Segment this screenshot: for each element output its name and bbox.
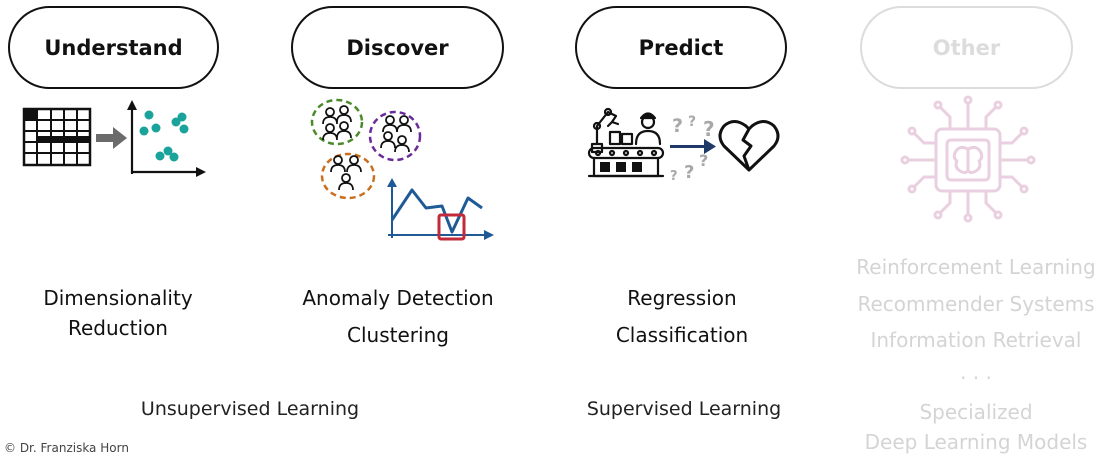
broken-heart-icon bbox=[718, 120, 780, 172]
svg-text:?: ? bbox=[672, 115, 683, 137]
task-reinforcement-learning: Reinforcement Learning bbox=[856, 255, 1096, 279]
task-specialized: Specialized bbox=[919, 399, 1033, 424]
task-deep-learning-models: Deep Learning Models bbox=[864, 429, 1088, 454]
task-recommender-systems: Recommender Systems bbox=[857, 291, 1095, 316]
svg-text:?: ? bbox=[684, 162, 694, 183]
task-dimensionality: Dimensionality bbox=[43, 286, 193, 310]
task-regression: Regression bbox=[627, 286, 737, 310]
factory-icon bbox=[587, 107, 665, 178]
task-information-retrieval: Information Retrieval bbox=[870, 328, 1082, 352]
understand-title: Understand bbox=[44, 35, 183, 60]
predict-title: Predict bbox=[638, 35, 724, 60]
svg-text:?: ? bbox=[670, 169, 678, 184]
discover-tasks: Anomaly Detection Clustering bbox=[282, 283, 514, 350]
task-clustering: Clustering bbox=[347, 323, 449, 347]
svg-text:?: ? bbox=[688, 114, 696, 130]
discover-title: Discover bbox=[346, 35, 449, 60]
arrow-right-icon bbox=[96, 127, 127, 149]
other-title: Other bbox=[932, 35, 1001, 60]
table-icon bbox=[22, 107, 92, 167]
copyright-notice: © Dr. Franziska Horn bbox=[4, 441, 129, 455]
svg-text:?: ? bbox=[699, 151, 708, 170]
question-marks-icon: ? ? ? ? ? ? bbox=[670, 114, 716, 184]
task-anomaly-detection: Anomaly Detection bbox=[302, 286, 494, 310]
predict-pill: Predict bbox=[575, 6, 787, 89]
ai-chip-icon bbox=[900, 95, 1036, 223]
supervised-learning-label: Supervised Learning bbox=[586, 398, 782, 420]
people-clusters-icon bbox=[310, 98, 422, 200]
understand-tasks: Dimensionality Reduction bbox=[8, 283, 228, 343]
ellipsis: · · · bbox=[960, 365, 992, 390]
unsupervised-learning-label: Unsupervised Learning bbox=[140, 398, 360, 420]
task-reduction: Reduction bbox=[68, 316, 168, 340]
task-classification: Classification bbox=[615, 323, 749, 347]
other-pill: Other bbox=[860, 6, 1073, 89]
understand-pill: Understand bbox=[8, 6, 219, 89]
svg-text:?: ? bbox=[703, 117, 715, 141]
discover-pill: Discover bbox=[291, 6, 504, 89]
scatter-plot-icon bbox=[127, 100, 206, 177]
line-chart-anomaly-icon bbox=[387, 178, 494, 241]
other-tasks: Reinforcement Learning Recommender Syste… bbox=[836, 249, 1110, 457]
predict-tasks: Regression Classification bbox=[566, 283, 798, 350]
